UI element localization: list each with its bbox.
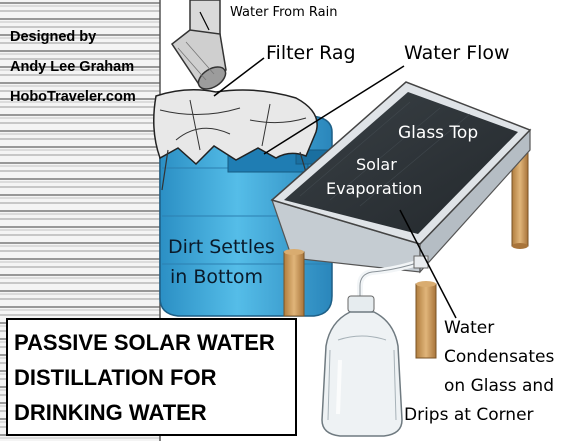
label-evaporation: Evaporation <box>326 179 423 198</box>
glass-top <box>284 92 518 234</box>
pointer-water-flow <box>263 65 405 155</box>
credit-line-1: Designed by <box>10 29 97 45</box>
label-filter-rag: Filter Rag <box>266 42 356 64</box>
label-glass-top: Glass Top <box>398 123 479 143</box>
credit-line-2: Andy Lee Graham <box>10 59 135 75</box>
title-line-1: PASSIVE SOLAR WATER <box>14 330 275 355</box>
front-leg-left <box>283 251 305 317</box>
filter-rag <box>153 89 318 191</box>
condensation-line-4: Drips at Corner <box>404 405 534 425</box>
pointer-rain <box>199 11 210 31</box>
collection-jug <box>321 295 403 437</box>
condensation-line-2: Condensates <box>444 347 555 367</box>
label-in-bottom: in Bottom <box>170 266 264 288</box>
pointer-condensation <box>399 209 457 319</box>
solar-still-box <box>270 81 532 274</box>
front-leg-right <box>415 283 437 359</box>
pointer-filter-rag <box>213 57 265 97</box>
condensation-line-1: Water <box>444 318 495 338</box>
condensation-line-3: on Glass and <box>444 376 554 396</box>
label-water-from-rain: Water From Rain <box>230 5 338 20</box>
downspout <box>170 0 227 90</box>
title-line-2: DISTILLATION FOR <box>14 365 217 390</box>
title-line-3: DRINKING WATER <box>14 400 207 425</box>
title-box: PASSIVE SOLAR WATER DISTILLATION FOR DRI… <box>6 318 297 436</box>
label-condensation: Water Condensates on Glass and Drips at … <box>404 314 555 430</box>
label-dirt-settles: Dirt Settles <box>168 236 275 258</box>
label-water-flow: Water Flow <box>404 42 510 64</box>
credit-line-3: HoboTraveler.com <box>10 89 136 105</box>
label-solar: Solar <box>356 155 397 174</box>
